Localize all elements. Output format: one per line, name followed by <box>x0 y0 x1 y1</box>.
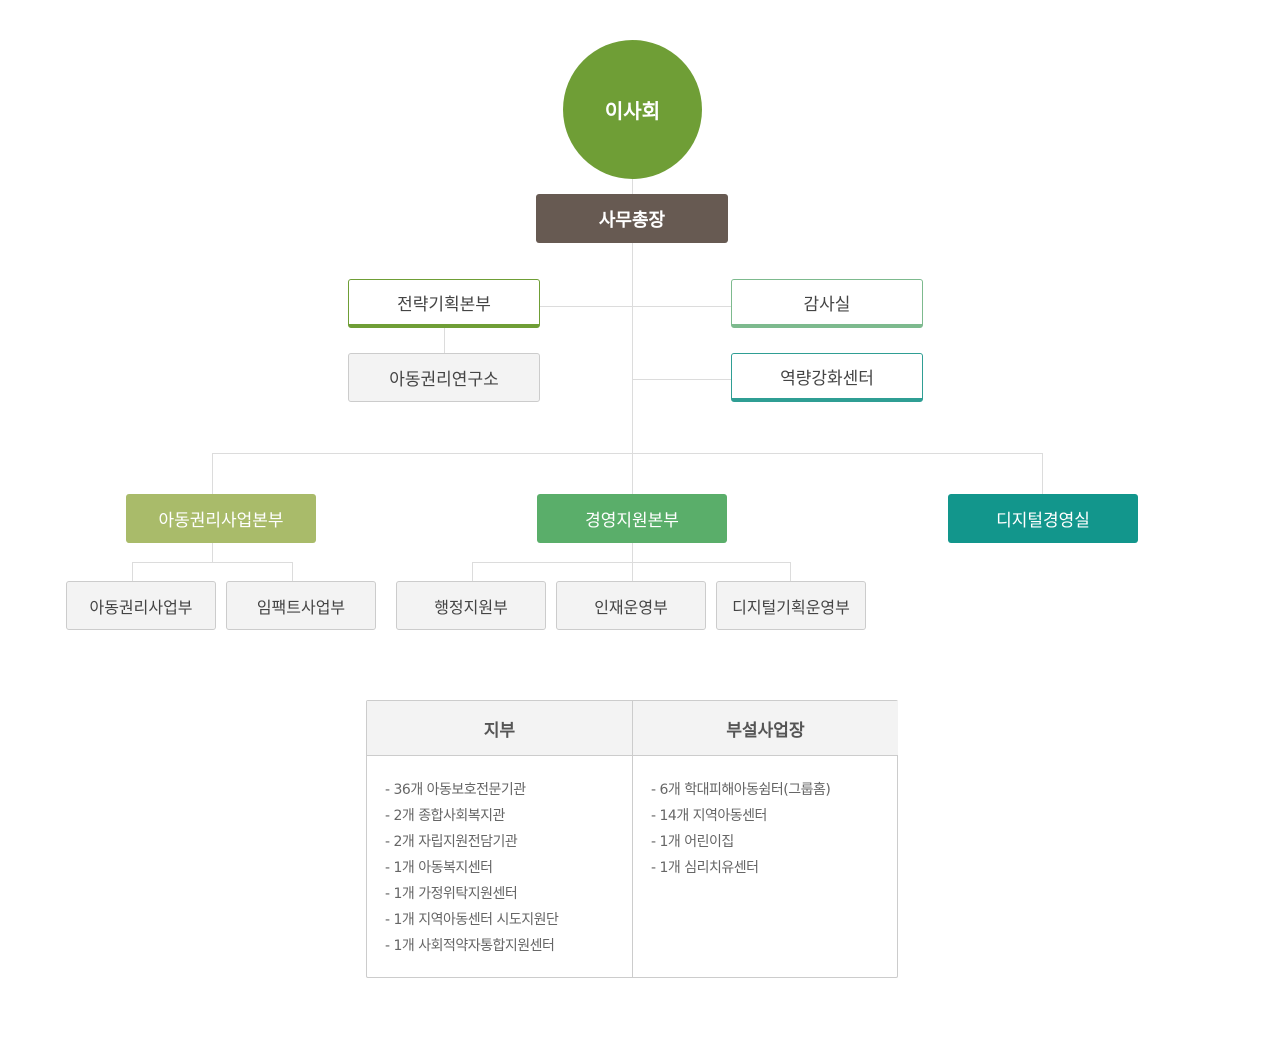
connector <box>472 562 473 581</box>
dept-node[interactable]: 행정지원부 <box>396 581 546 630</box>
connector <box>632 178 633 454</box>
dept-node[interactable]: 인재운영부 <box>556 581 706 630</box>
list-item: - 1개 아동복지센터 <box>385 860 493 876</box>
division-management[interactable]: 경영지원본부 <box>537 494 727 543</box>
branches-table: 지부 부설사업장 - 36개 아동보호전문기관 - 2개 종합사회복지관 - 2… <box>366 700 898 978</box>
connector <box>790 562 791 581</box>
connector <box>212 543 213 562</box>
connector <box>212 453 213 494</box>
list-item: - 36개 아동보호전문기관 <box>385 782 526 798</box>
connector <box>632 453 633 494</box>
dept-node[interactable]: 아동권리사업부 <box>66 581 216 630</box>
division-digital[interactable]: 디지털경영실 <box>948 494 1138 543</box>
connector <box>132 562 293 563</box>
list-item: - 1개 사회적약자통합지원센터 <box>385 938 555 954</box>
branches-list: - 36개 아동보호전문기관 - 2개 종합사회복지관 - 2개 자립지원전담기… <box>367 755 632 977</box>
list-item: - 1개 가정위탁지원센터 <box>385 886 518 902</box>
list-item: - 1개 심리치유센터 <box>651 860 759 876</box>
connector <box>132 562 133 581</box>
list-item: - 2개 자립지원전담기관 <box>385 834 518 850</box>
connector <box>632 379 731 380</box>
secretary-general-node[interactable]: 사무총장 <box>536 194 728 243</box>
facilities-header: 부설사업장 <box>632 701 898 756</box>
connector <box>1042 453 1043 494</box>
capacity-node[interactable]: 역량강화센터 <box>731 353 923 402</box>
list-item: - 14개 지역아동센터 <box>651 808 767 824</box>
connector <box>444 327 445 353</box>
division-child-rights[interactable]: 아동권리사업본부 <box>126 494 316 543</box>
dept-node[interactable]: 디지털기획운영부 <box>716 581 866 630</box>
connector <box>292 562 293 581</box>
branches-header: 지부 <box>367 701 632 756</box>
facilities-list: - 6개 학대피해아동쉼터(그룹홈) - 14개 지역아동센터 - 1개 어린이… <box>632 755 897 977</box>
strategy-node[interactable]: 전략기획본부 <box>348 279 540 328</box>
list-item: - 1개 어린이집 <box>651 834 734 850</box>
audit-node[interactable]: 감사실 <box>731 279 923 328</box>
connector <box>472 562 791 563</box>
list-item: - 6개 학대피해아동쉼터(그룹홈) <box>651 782 831 798</box>
list-item: - 2개 종합사회복지관 <box>385 808 505 824</box>
connector <box>540 306 731 307</box>
research-node[interactable]: 아동권리연구소 <box>348 353 540 402</box>
board-node[interactable]: 이사회 <box>563 40 702 179</box>
dept-node[interactable]: 임팩트사업부 <box>226 581 376 630</box>
list-item: - 1개 지역아동센터 시도지원단 <box>385 912 559 928</box>
connector <box>212 453 1043 454</box>
